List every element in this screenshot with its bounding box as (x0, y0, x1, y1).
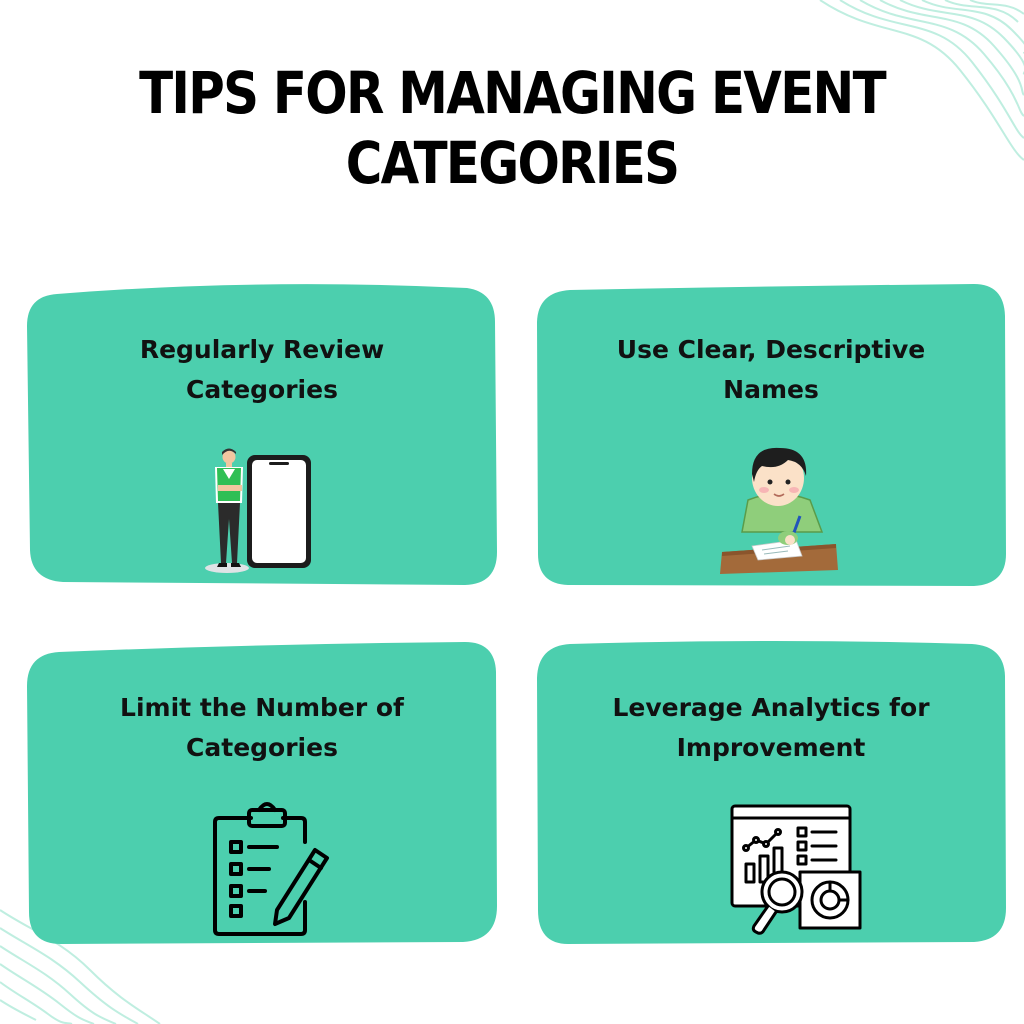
clipboard-checklist-icon (213, 802, 329, 936)
tip-title-line-2: Improvement (676, 733, 866, 762)
decorative-wave-lines-top (819, 0, 1024, 161)
boy-writing-icon (720, 447, 838, 574)
tip-title-line-1: Leverage Analytics for (612, 693, 930, 722)
card-background (537, 284, 1006, 586)
page-title-line-1: TIPS FOR MANAGING EVENT (139, 59, 887, 127)
card-background (27, 642, 497, 944)
tip-title-line-1: Regularly Review (139, 335, 385, 364)
tip-card-leverage-analytics: Leverage Analytics for Improvement (536, 640, 1006, 945)
tip-title-line-2: Names (723, 375, 819, 404)
tip-card-limit-number: Limit the Number of Categories (27, 640, 497, 945)
tip-title-line-1: Use Clear, Descriptive (616, 335, 926, 364)
card-background (537, 641, 1006, 944)
tip-title: Limit the Number of Categories (27, 688, 497, 768)
tip-title: Use Clear, Descriptive Names (536, 330, 1006, 410)
page-title-line-2: CATEGORIES (345, 129, 680, 197)
analytics-magnifier-icon (730, 804, 862, 935)
tip-title-line-2: Categories (186, 375, 338, 404)
page-title: TIPS FOR MANAGING EVENT CATEGORIES (72, 58, 953, 198)
tip-title: Leverage Analytics for Improvement (536, 688, 1006, 768)
tip-card-clear-names: Use Clear, Descriptive Names (536, 282, 1006, 587)
tip-title-line-2: Categories (186, 733, 338, 762)
tip-title-line-1: Limit the Number of (120, 693, 404, 722)
card-background (27, 284, 497, 585)
person-with-phone-icon (205, 448, 311, 573)
tip-card-regularly-review: Regularly Review Categories (27, 282, 497, 587)
decorative-wave-lines-bottom (0, 909, 161, 1024)
tip-title: Regularly Review Categories (27, 330, 497, 410)
